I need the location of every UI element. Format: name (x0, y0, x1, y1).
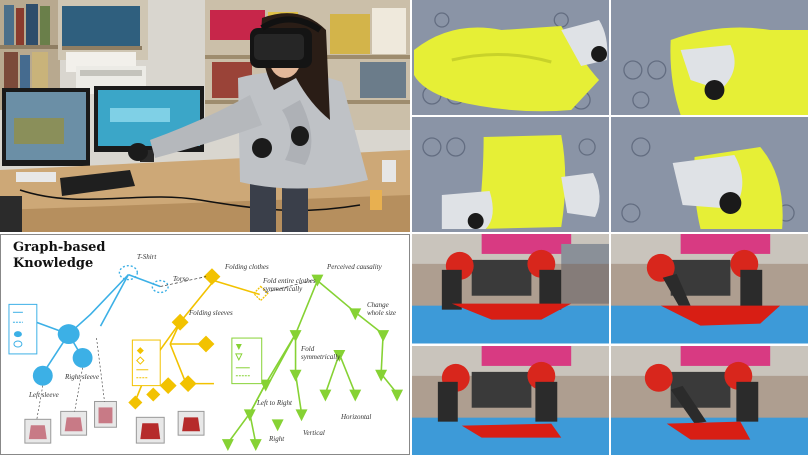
robot-frame-2 (611, 234, 808, 344)
left-sleeve-node (32, 365, 53, 386)
cloth-folding-frames (412, 0, 808, 232)
cloth-frame-4 (611, 117, 808, 232)
label-perceived-causality: Perceived causality (327, 263, 382, 271)
robot-folding-frames (412, 234, 808, 455)
body-node (57, 324, 80, 345)
label-folding-sleeves: Folding sleeves (189, 309, 233, 317)
right-sleeve-node (72, 347, 93, 368)
vr-scene (0, 0, 410, 232)
robot-frame-4 (611, 345, 808, 455)
folding-sleeves-node (171, 313, 189, 331)
label-change-whole-size: Change whole size (367, 301, 396, 317)
label-right: Right (269, 435, 285, 443)
temporal-legend (131, 339, 161, 387)
tshirt-node (118, 265, 139, 281)
graph-title: Graph-based Knowledge (13, 240, 106, 272)
label-left-sleeve: Left sleeve (29, 391, 59, 399)
torso-node (151, 279, 169, 294)
graph-title-line2: Knowledge (13, 256, 94, 271)
cloth-frame-2 (611, 0, 808, 115)
cloth-frame-1 (412, 0, 609, 115)
label-fold-symmetrically: Fold symmetrically (301, 345, 341, 361)
label-torso: Torso (173, 275, 189, 283)
robot-frame-1 (412, 234, 609, 344)
label-folding-clothes: Folding clothes (225, 263, 269, 271)
label-vertical: Vertical (303, 429, 325, 437)
graph-title-line1: Graph-based (13, 240, 106, 255)
cloth-frame-3 (412, 117, 609, 232)
label-fold-entire: Fold entire clothes symmetrically (263, 277, 316, 293)
graph-svg (8, 265, 404, 452)
graph-knowledge-diagram: Graph-based Knowledge (0, 234, 410, 455)
label-tshirt: T-Shirt (137, 253, 157, 261)
robot-frame-3 (412, 345, 609, 455)
label-horizontal: Horizontal (341, 413, 372, 421)
label-right-sleeve: Right sleeve (65, 373, 100, 381)
fold-entire-node (252, 285, 269, 302)
perceived-causality-node (311, 274, 324, 287)
label-left-to-right: Left to Right (257, 399, 292, 407)
vr-demonstration-photo (0, 0, 410, 232)
